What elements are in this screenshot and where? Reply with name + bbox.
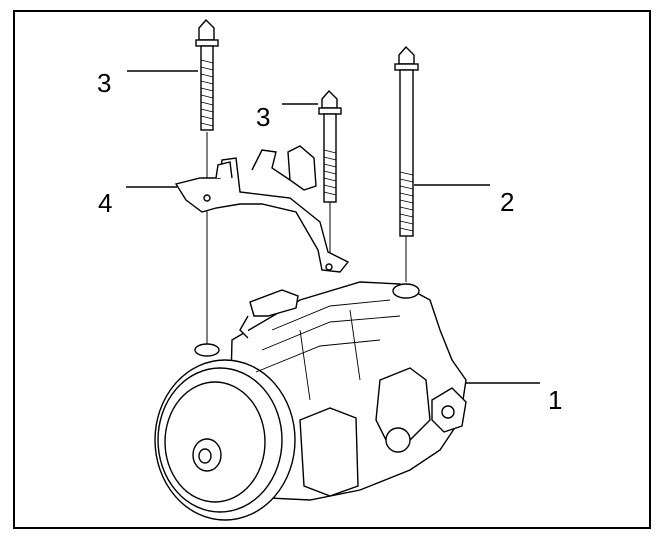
- bolt-3-middle: [318, 89, 342, 203]
- callout-2: 2: [500, 187, 514, 217]
- bolt-3-left: [195, 18, 219, 131]
- bolt-2-long: [394, 45, 419, 237]
- callout-1: 1: [548, 385, 562, 415]
- diagram-border: [13, 10, 651, 529]
- callout-3-middle: 3: [256, 102, 270, 132]
- callout-4: 4: [98, 188, 112, 218]
- compressor-1: [154, 281, 467, 521]
- bracket-4: [174, 145, 350, 273]
- leader-lines: [126, 70, 540, 384]
- callout-3-left: 3: [97, 68, 111, 98]
